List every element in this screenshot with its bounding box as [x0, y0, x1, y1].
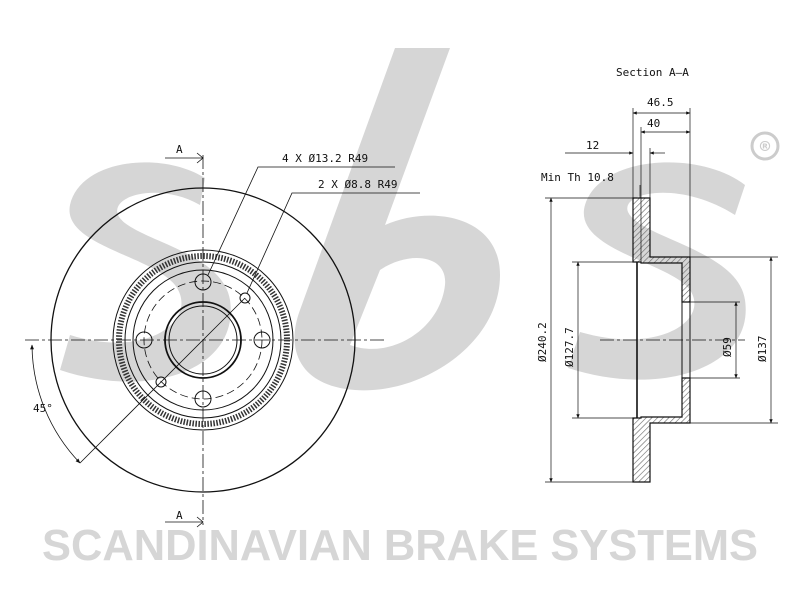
bolt-circle [143, 280, 263, 400]
hat-inner-ring [124, 261, 282, 419]
section-marker-top-label: A [176, 143, 183, 156]
section-marker-bottom-arrow [196, 516, 204, 528]
disc-section-lower [632, 377, 691, 483]
disc-outer-edge [50, 187, 356, 493]
center-bore-chamfer [168, 305, 238, 375]
bolt-hole-top [194, 273, 212, 291]
dim-59-label: Ø59 [721, 337, 734, 357]
section-marker-top-arrow [196, 152, 204, 164]
registered-mark-circle [750, 131, 780, 161]
dim-137-label: Ø137 [756, 336, 769, 363]
dim-46-5-label: 46.5 [647, 96, 674, 109]
company-name-watermark: SCANDINAVIAN BRAKE SYSTEMS [42, 521, 758, 570]
bolt-holes-label: 4 X Ø13.2 R49 [282, 152, 368, 165]
registered-mark: ® [760, 137, 771, 157]
dim-240-2-label: Ø240.2 [536, 322, 549, 362]
section-marker-bottom-label: A [176, 509, 183, 522]
angle-arc [30, 344, 81, 464]
watermark-letter-s-left [60, 162, 231, 382]
bolt-hole-right [253, 331, 271, 349]
bolt-hole-left [135, 331, 153, 349]
hat-outer-ring [112, 249, 294, 431]
watermark-letter-b [294, 48, 500, 391]
front-view [25, 152, 420, 528]
pin-hole-upper-right [239, 292, 251, 304]
dim-127-7-label: Ø127.7 [563, 327, 576, 367]
angle-label: 45° [33, 402, 53, 415]
dim-12-label: 12 [586, 139, 599, 152]
section-title: Section A–A [616, 66, 689, 79]
hat-band [116, 253, 290, 427]
diagonal-45-line [79, 297, 246, 464]
bolt-holes-leader [207, 166, 395, 276]
watermark-letter-s-right [568, 162, 746, 380]
min-thickness-label: Min Th 10.8 [541, 171, 614, 184]
pin-holes-label: 2 X Ø8.8 R49 [318, 178, 397, 191]
pin-hole-lower-left [155, 376, 167, 388]
watermark: ® SCANDINAVIAN BRAKE SYSTEMS [42, 48, 780, 570]
section-view [545, 108, 778, 483]
dim-40-label: 40 [647, 117, 660, 130]
bolt-hole-bottom [194, 390, 212, 408]
center-bore [164, 301, 242, 379]
hat-face-ring [132, 269, 274, 411]
pin-holes-leader [246, 192, 420, 294]
